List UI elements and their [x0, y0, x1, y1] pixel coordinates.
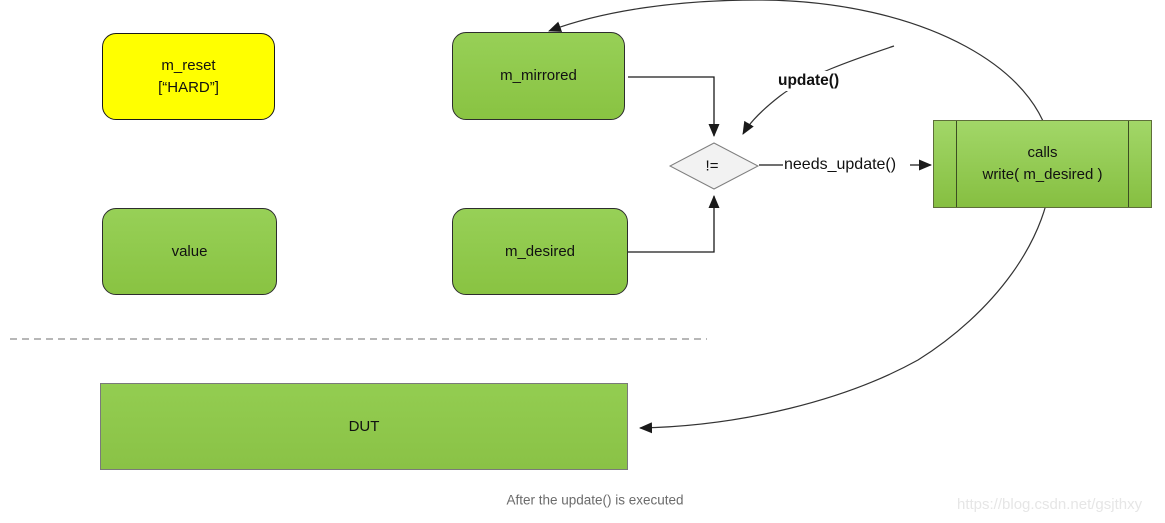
watermark-url: https://blog.csdn.net/gsjthxy	[957, 496, 1143, 513]
compare-operator-label: !=	[705, 157, 719, 175]
m-desired-to-compare	[628, 195, 720, 253]
m-mirrored-to-compare	[628, 76, 720, 137]
m-reset-label-line2: [“HARD”]	[158, 78, 219, 96]
m-desired-label: m_desired	[504, 242, 576, 260]
node-m-reset: m_reset [“HARD”]	[102, 33, 275, 120]
figure-caption: After the update() is executed	[506, 492, 684, 508]
node-calls-write: calls write( m_desired )	[933, 120, 1152, 208]
node-m-desired: m_desired	[452, 208, 628, 295]
m-reset-label-line1: m_reset	[161, 56, 216, 74]
needs-update-label: needs_update()	[784, 156, 897, 173]
value-label: value	[171, 242, 208, 260]
node-dut: DUT	[100, 383, 628, 470]
node-value: value	[102, 208, 277, 295]
dut-label: DUT	[348, 417, 380, 435]
calls-label-line2: write( m_desired )	[982, 166, 1103, 183]
node-m-mirrored: m_mirrored	[452, 32, 625, 120]
calls-label-line1: calls	[1027, 144, 1058, 162]
m-mirrored-label: m_mirrored	[500, 67, 577, 85]
update-label: update()	[775, 71, 843, 91]
